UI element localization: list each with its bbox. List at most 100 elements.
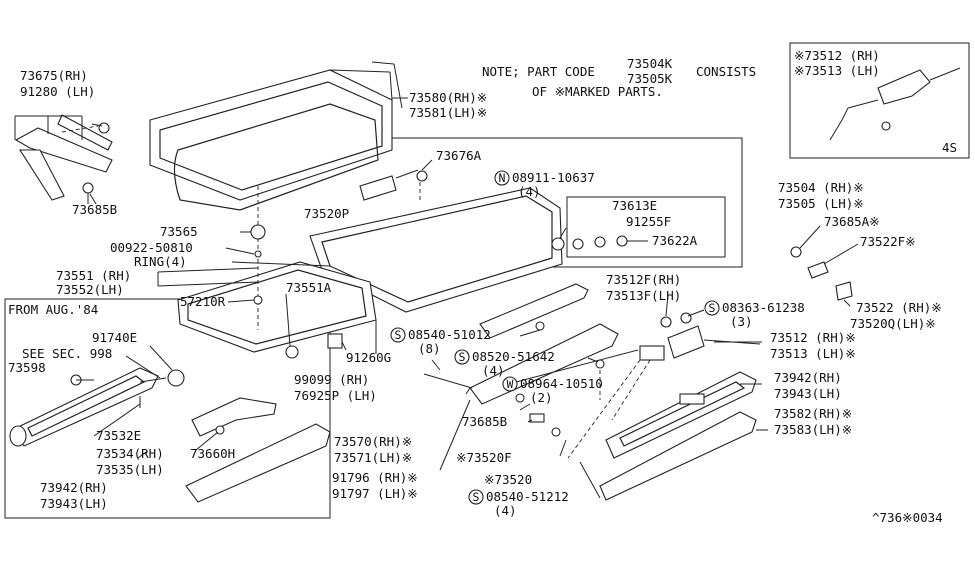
- label-73513-lh: 73513 (LH)※: [770, 346, 856, 361]
- label-73522-rh: 73522 (RH)※: [856, 300, 942, 315]
- label-08363-qty: (3): [730, 314, 753, 329]
- label-73565: 73565: [160, 224, 198, 239]
- note-73505k: 73505K: [627, 71, 673, 86]
- label-73942: 73942(RH): [774, 370, 842, 385]
- fastener-group-73613e: [551, 235, 640, 251]
- label-73598: 73598: [8, 360, 46, 375]
- rail-73942-part: [599, 371, 757, 501]
- bracket-73504: [380, 137, 743, 268]
- clip-99099-part: [327, 333, 343, 349]
- bracket-73522-part: [790, 246, 853, 301]
- label-inset-73513: ※73513 (LH): [794, 63, 880, 78]
- leader-lines: [76, 97, 859, 499]
- label-73942-inset: 73942(RH): [40, 480, 108, 495]
- label-73660h: 73660H: [190, 446, 235, 461]
- marker-s-08363: S: [704, 300, 720, 316]
- label-73685b-top: 73685B: [72, 202, 117, 217]
- inset-title-from-aug-84: FROM AUG.'84: [8, 302, 98, 317]
- inset-box-73512: [789, 42, 970, 159]
- label-73613e: 73613E: [612, 198, 657, 213]
- label-91740e: 91740E: [92, 330, 137, 345]
- label-91796: 91796 (RH)※: [332, 470, 418, 485]
- label-57210r: 57210R: [180, 294, 226, 309]
- inset-code-4s: 4S: [942, 140, 957, 155]
- label-73512f: 73512F(RH): [606, 272, 681, 287]
- label-73520q-lh: 73520Q(LH)※: [850, 316, 936, 331]
- sunroof-frame-part: [177, 187, 563, 359]
- label-see-sec-998: SEE SEC. 998: [22, 346, 112, 361]
- label-91255f: 91255F: [626, 214, 671, 229]
- svg-text:S: S: [473, 490, 480, 504]
- label-73581: 73581(LH)※: [409, 105, 487, 120]
- diagram-code: ^736※0034: [872, 510, 943, 525]
- svg-text:W: W: [507, 377, 514, 391]
- label-08911-qty: (4): [518, 184, 541, 199]
- bracket-73675-part: [14, 114, 113, 204]
- label-73513f: 73513F(LH): [606, 288, 681, 303]
- inset-box-from-aug-84: [4, 298, 331, 519]
- svg-text:S: S: [709, 301, 716, 315]
- label-08520-qty: (4): [482, 363, 505, 378]
- label-73504: 73504 (RH)※: [778, 180, 864, 195]
- label-73522f: 73522F※: [860, 234, 916, 249]
- label-91260g: 91260G: [346, 350, 391, 365]
- label-73534: 73534(RH): [96, 446, 164, 461]
- label-73685b: 73685B: [462, 414, 507, 429]
- inset-rail-part: [9, 367, 331, 503]
- note-marked-parts: OF ※MARKED PARTS.: [532, 84, 663, 99]
- label-00922: 00922-50810: [110, 240, 193, 255]
- label-73622a: 73622A: [652, 233, 698, 248]
- svg-text:N: N: [499, 171, 506, 185]
- label-08964: 08964-10510: [520, 376, 603, 391]
- note-part-code: NOTE; PART CODE: [482, 64, 595, 79]
- label-73676a: 73676A: [436, 148, 482, 163]
- label-73520p: 73520P: [304, 206, 349, 221]
- label-73520f: ※73520F: [456, 450, 512, 465]
- glass-lid-part: [149, 61, 404, 230]
- label-73675: 73675(RH): [20, 68, 88, 83]
- label-08540b-qty: (4): [494, 503, 517, 518]
- note-73504k: 73504K: [627, 56, 673, 71]
- label-73583: 73583(LH)※: [774, 422, 852, 437]
- svg-text:S: S: [459, 350, 466, 364]
- marker-s-08540a: S: [390, 327, 406, 343]
- label-73505: 73505 (LH)※: [778, 196, 864, 211]
- label-73551a: 73551A: [286, 280, 332, 295]
- label-08911: 08911-10637: [512, 170, 595, 185]
- label-08540a: 08540-51012: [408, 327, 491, 342]
- label-73570: 73570(RH)※: [334, 434, 412, 449]
- label-08964-qty: (2): [530, 390, 553, 405]
- label-08540b: 08540-51212: [486, 489, 569, 504]
- inset-73512-part: [829, 67, 961, 141]
- label-73535: 73535(LH): [96, 462, 164, 477]
- note-consists: CONSISTS: [696, 64, 756, 79]
- label-ring: RING(4): [134, 254, 187, 269]
- label-73520: ※73520: [484, 472, 532, 487]
- marker-w-08964: W: [502, 376, 518, 392]
- label-99099: 99099 (RH): [294, 372, 369, 387]
- label-73943: 73943(LH): [774, 386, 842, 401]
- label-73551-rh: 73551 (RH): [56, 268, 131, 283]
- label-73532e: 73532E: [96, 428, 141, 443]
- svg-text:S: S: [395, 328, 402, 342]
- label-inset-73512: ※73512 (RH): [794, 48, 880, 63]
- label-73943-inset: 73943(LH): [40, 496, 108, 511]
- label-76925p: 76925P (LH): [294, 388, 377, 403]
- label-08540a-qty: (8): [418, 341, 441, 356]
- bracket-73520p-part: [359, 169, 428, 201]
- label-73582: 73582(RH)※: [774, 406, 852, 421]
- label-73552-lh: 73552(LH): [56, 282, 124, 297]
- label-73685a: 73685A※: [824, 214, 880, 229]
- label-08363: 08363-61238: [722, 300, 805, 315]
- label-73580: 73580(RH)※: [409, 90, 487, 105]
- label-91280: 91280 (LH): [20, 84, 95, 99]
- marker-s-08520: S: [454, 349, 470, 365]
- marker-s-08540b: S: [468, 489, 484, 505]
- label-91797: 91797 (LH)※: [332, 486, 418, 501]
- label-73571: 73571(LH)※: [334, 450, 412, 465]
- group-box-73613e: [566, 196, 726, 258]
- label-08520: 08520-51642: [472, 349, 555, 364]
- label-73512-rh: 73512 (RH)※: [770, 330, 856, 345]
